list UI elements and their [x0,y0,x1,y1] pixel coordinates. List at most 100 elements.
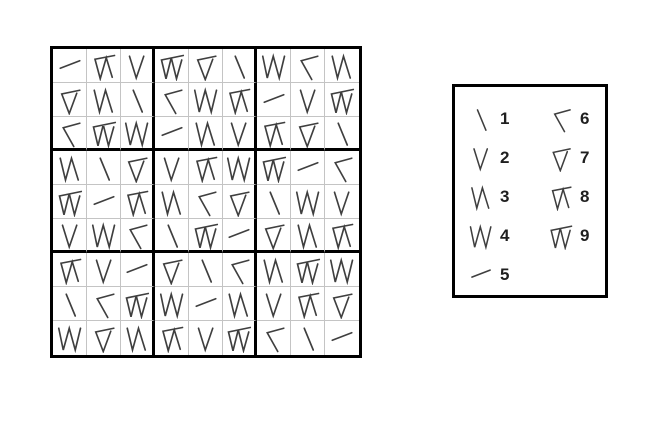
tally-2-icon [197,327,214,353]
tally-4-icon [57,325,81,353]
tally-2-icon [61,223,78,250]
tally-4-icon [469,223,492,250]
legend-digit-label: 6 [580,109,590,128]
sudoku-cell-r5c6 [223,185,257,219]
sudoku-cell-r9c9 [325,321,359,355]
legend-digit-label: 4 [500,226,510,245]
sudoku-cell-r2c1 [53,83,87,117]
sudoku-cell-r4c2 [87,151,121,185]
tally-6-icon [334,156,353,182]
sudoku-cell-r7c6 [223,253,257,287]
sudoku-cell-r1c2 [87,49,121,83]
tally-6-icon [197,190,217,216]
tally-5-icon [160,126,183,136]
tally-3-icon [160,188,181,217]
sudoku-cell-r9c5 [189,321,223,355]
sudoku-cell-r5c4 [155,185,189,219]
sudoku-cell-r6c5 [189,219,223,253]
tally-5-icon [262,93,285,103]
tally-5-icon [92,195,115,205]
tally-8-icon [297,292,319,319]
sudoku-cell-r7c5 [189,253,223,287]
tally-8-icon [59,258,81,285]
tally-7-icon [229,190,250,217]
tally-1-icon [166,223,178,248]
tally-7-icon [94,327,115,353]
sudoku-cell-r1c1 [53,49,87,83]
tally-2-icon [473,147,489,172]
sudoku-cell-r8c4 [155,287,189,321]
tally-8-icon [228,88,250,115]
sudoku-cell-r4c8 [291,151,325,185]
tally-1-icon [64,292,76,317]
legend-entry-6: 6 [547,99,589,138]
tally-1-icon [337,121,349,146]
sudoku-cell-r7c9 [325,253,359,287]
sudoku-cell-r2c7 [257,83,291,117]
tally-2-icon [333,190,350,217]
sudoku-cell-r5c5 [189,185,223,219]
sudoku-cell-r4c5 [189,151,223,185]
sudoku-cell-r4c3 [121,151,155,185]
tally-4-icon [295,188,319,217]
sudoku-cell-r9c6 [223,321,257,355]
tally-4-icon [193,86,217,115]
sudoku-cell-r6c1 [53,219,87,253]
tally-7-icon [552,147,571,172]
tally-7-icon [298,121,319,148]
sudoku-cell-r2c5 [189,83,223,117]
sudoku-cell-r7c7 [257,253,291,287]
sudoku-cell-r8c6 [223,287,257,321]
tally-3-icon [471,184,490,211]
sudoku-cell-r1c5 [189,49,223,83]
legend-digit-label: 2 [500,148,510,167]
sudoku-cell-r9c1 [53,321,87,355]
sudoku-cell-r1c3 [121,49,155,83]
sudoku-cell-r7c8 [291,253,325,287]
sudoku-cell-r3c8 [291,117,325,151]
tally-9-icon [550,224,573,250]
legend-entry-9: 9 [547,216,589,255]
tally-1-icon [476,108,487,131]
sudoku-cell-r8c1 [53,287,87,321]
tally-2-icon [95,258,112,285]
tally-1-icon [131,88,143,113]
tally-6-icon [61,121,81,147]
tally-2-icon [163,156,180,183]
tally-9-icon [124,292,149,319]
tally-9-icon [159,54,184,81]
legend-digit-label: 3 [500,187,510,206]
tally-8-icon [551,185,572,211]
tally-4-icon [226,154,250,183]
tally-9-icon [261,156,286,183]
tally-3-icon [125,325,146,353]
tally-4-icon [159,290,183,319]
legend-entry-1: 1 [467,99,509,138]
tally-9-icon [226,326,251,353]
tally-4-icon [124,119,148,148]
tally-1-icon [98,156,110,181]
sudoku-cell-r6c9 [325,219,359,253]
sudoku-cell-r2c4 [155,83,189,117]
legend-entry-4: 4 [467,216,509,255]
tally-5-icon [296,161,319,171]
sudoku-cell-r3c4 [155,117,189,151]
sudoku-cell-r2c3 [121,83,155,117]
sudoku-cell-r5c2 [87,185,121,219]
tally-3-icon [194,119,215,148]
tally-1-icon [268,190,280,215]
sudoku-cell-r1c9 [325,49,359,83]
tally-1-icon [200,258,212,283]
legend-entry-3: 3 [467,177,509,216]
sudoku-cell-r3c1 [53,117,87,151]
sudoku-cell-r3c7 [257,117,291,151]
sudoku-cell-r5c7 [257,185,291,219]
sudoku-cell-r2c2 [87,83,121,117]
sudoku-cell-r1c8 [291,49,325,83]
legend-digit-label: 9 [580,226,590,245]
sudoku-cell-r4c9 [325,151,359,185]
tally-6-icon [553,108,571,132]
